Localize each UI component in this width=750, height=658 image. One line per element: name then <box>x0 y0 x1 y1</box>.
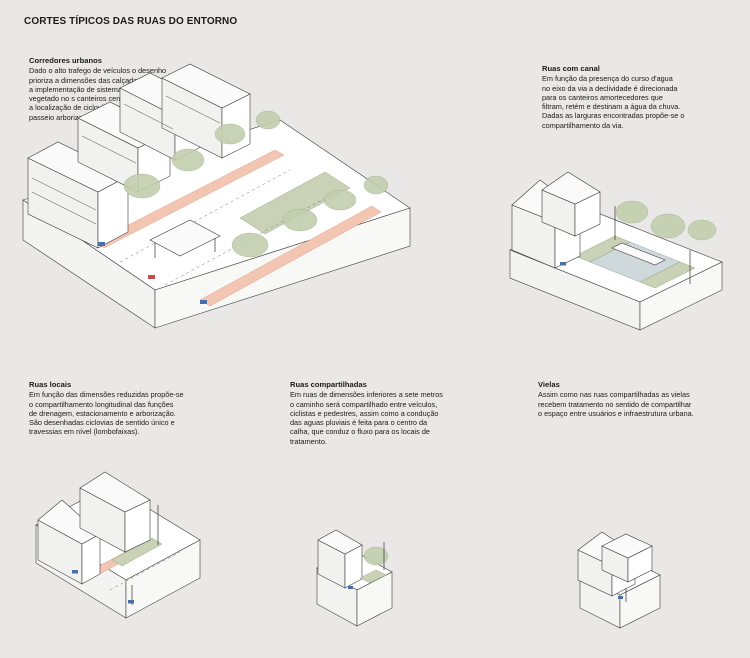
text-line: Em função das dimensões reduzidas propõe… <box>29 390 184 400</box>
heading-corredores-urbanos: Corredores urbanos <box>29 56 103 65</box>
text-line: vegetado no s canteiros centrais, bem co… <box>29 94 173 104</box>
text-ruas-compartilhadas: Ruas compartilhadas Em ruas de dimensões… <box>290 380 470 446</box>
heading-ruas-locais: Ruas locais <box>29 380 72 389</box>
text-line: prioriza a dimensões das calçadas e prev… <box>29 75 168 85</box>
text-line: Dadas as larguras encontradas propõe-se … <box>542 111 685 121</box>
text-line: tratamento. <box>290 436 327 446</box>
text-line: a implementação de sistema de drenagem <box>29 84 167 94</box>
body-vielas: Assim como nas ruas compartilhadas as vi… <box>538 390 723 418</box>
diagram-corredores-urbanos <box>22 63 411 329</box>
text-line: São desenhadas ciclovias de sentido únic… <box>29 418 175 428</box>
text-line: Dado o alto trafego de veículos o desenh… <box>29 66 167 76</box>
text-line: filtram, retém e destinam a água da chuv… <box>542 102 681 112</box>
text-line: o caminho será compartilhado entre veícu… <box>290 399 438 409</box>
text-line: ciclistas e pedestres, assim como a cond… <box>290 408 439 418</box>
heading-ruas-compartilhadas: Ruas compartilhadas <box>290 380 367 389</box>
text-ruas-com-canal: Ruas com canal Em função da presença do … <box>542 64 722 130</box>
diagram-ruas-com-canal <box>509 171 723 331</box>
diagram-ruas-locais <box>35 471 201 619</box>
page-title: CORTES TÍPICOS DAS RUAS DO ENTORNO <box>24 16 238 27</box>
text-line: no eixo da via a declividade é direciona… <box>542 83 678 93</box>
text-line: calha, que conduz o fluxo para os locais… <box>290 427 430 437</box>
body-ruas-compartilhadas: Em ruas de dimensões inferiores a sete m… <box>290 390 470 446</box>
heading-vielas: Vielas <box>538 380 560 389</box>
text-line: Assim como nas ruas compartilhadas as vi… <box>538 390 690 400</box>
text-ruas-locais: Ruas locais Em função das dimensões redu… <box>29 380 214 437</box>
text-line: para os canteiros amortecedores que <box>542 92 663 102</box>
body-ruas-locais: Em função das dimensões reduzidas propõe… <box>29 390 214 436</box>
text-line: das aguas pluviais é feita para o centro… <box>290 418 428 428</box>
text-line: passeio arborizado. <box>29 112 93 122</box>
text-line: recebem tratamento no sentido de compart… <box>538 399 692 409</box>
text-line: Em ruas de dimensões inferiores a sete m… <box>290 390 443 400</box>
text-line: compartilhamento da via. <box>542 120 624 130</box>
heading-ruas-com-canal: Ruas com canal <box>542 64 600 73</box>
text-line: o compartilhamento longitudinal das funç… <box>29 399 174 409</box>
text-line: travessias em nível (lombofaixas). <box>29 427 140 437</box>
text-line: de drenagem, estacionamento e arborizaçã… <box>29 408 176 418</box>
text-line: Em função da presença do curso d'agua <box>542 74 673 84</box>
text-vielas: Vielas Assim como nas ruas compartilhada… <box>538 380 723 418</box>
diagram-ruas-compartilhadas <box>316 529 393 627</box>
diagram-vielas <box>577 531 661 629</box>
text-line: o espaço entre usuários e infraestrutura… <box>538 408 694 418</box>
